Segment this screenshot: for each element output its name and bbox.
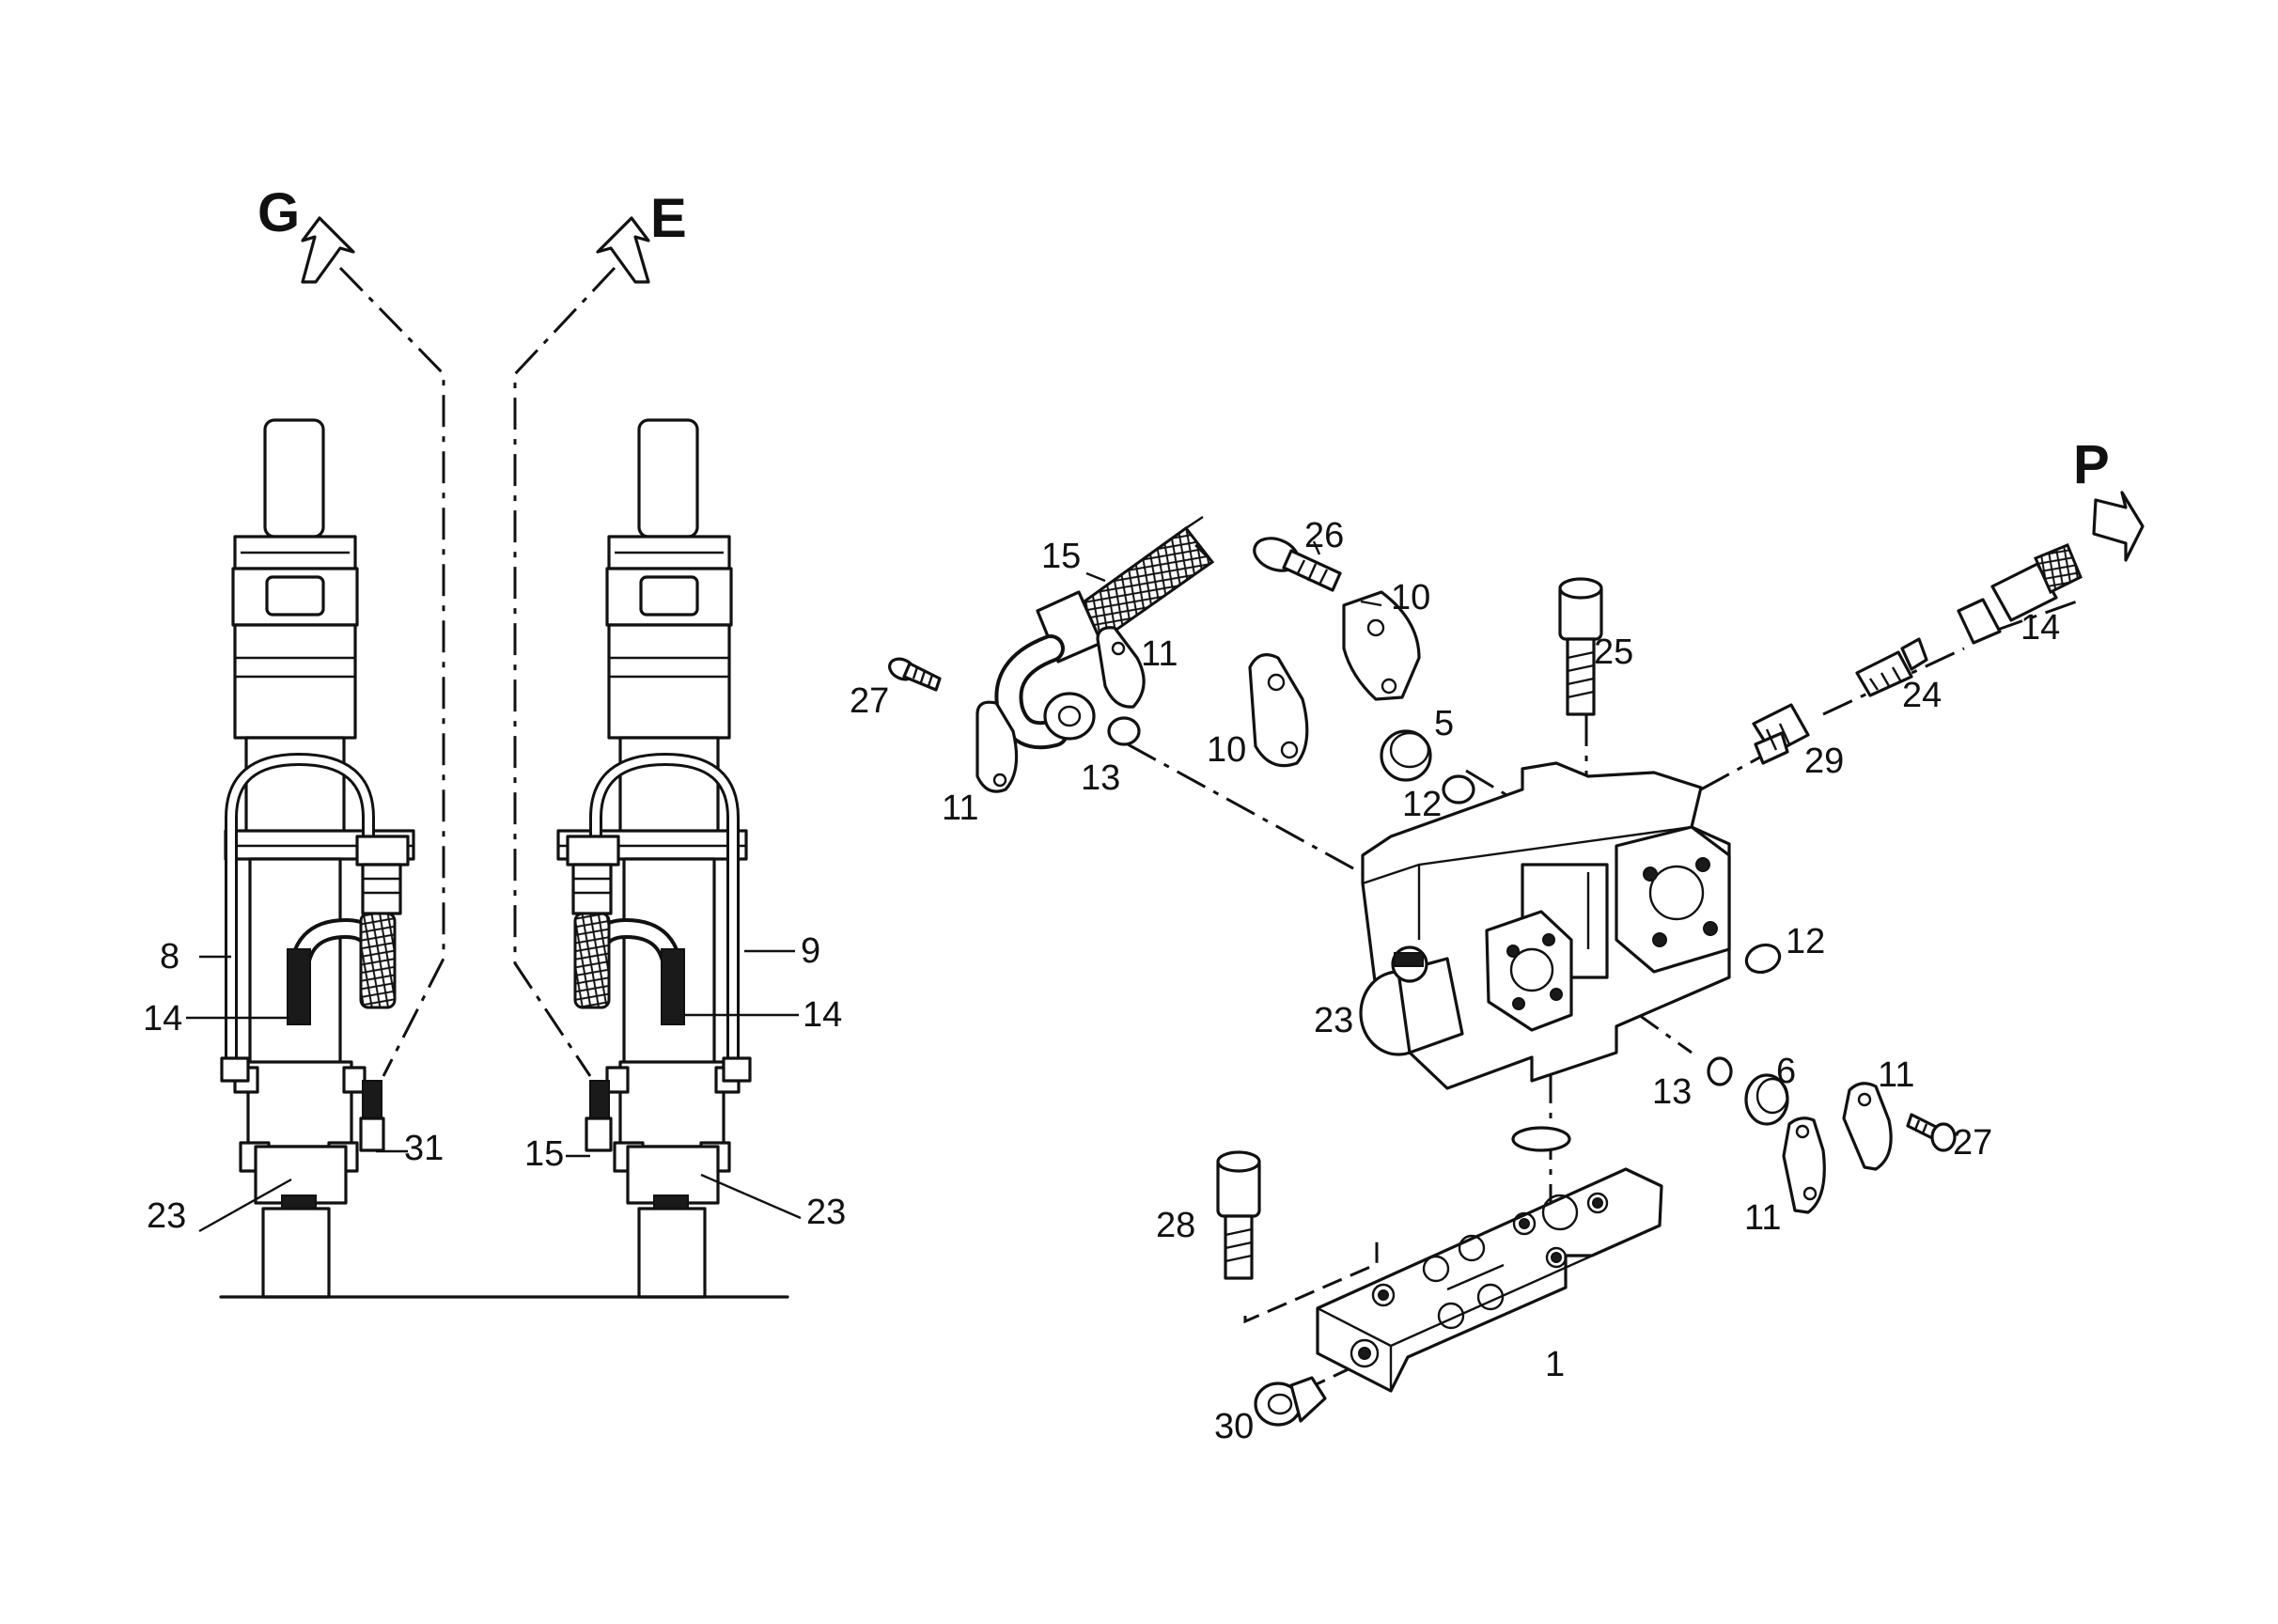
callout-5: 5	[1434, 704, 1454, 743]
callout-1: 1	[1545, 1345, 1565, 1384]
clamp-10-lower	[1248, 653, 1309, 768]
port-label-p: P	[2073, 434, 2110, 495]
bolt-28	[1216, 1150, 1261, 1280]
bolt-27-right	[1906, 1113, 1957, 1152]
clamp-half-11-b	[1096, 626, 1146, 709]
callout-27-right: 27	[1953, 1123, 1992, 1163]
callout-24: 24	[1902, 676, 1942, 715]
callout-30: 30	[1214, 1407, 1254, 1446]
callout-11-lower: 11	[1744, 1198, 1781, 1238]
clamp-half-11-d	[1782, 1116, 1826, 1214]
callout-14-middle: 14	[803, 995, 842, 1035]
oring-13-a	[1107, 716, 1141, 746]
callout-10-lower: 10	[1207, 730, 1246, 770]
oring-12-b	[1744, 943, 1782, 975]
clamp-10-top	[1342, 590, 1421, 701]
bolt-25	[1558, 577, 1603, 716]
bolt-26	[1253, 537, 1342, 592]
port-e-arrow	[596, 216, 650, 284]
callout-23-middle: 23	[806, 1193, 846, 1232]
callout-6: 6	[1776, 1052, 1796, 1091]
left-callouts: 8 14 31 23	[143, 937, 444, 1236]
fitting-29	[1752, 703, 1810, 765]
callout-11-right: 11	[1878, 1055, 1914, 1095]
clamp-half-11-a	[975, 700, 1019, 793]
exploded-leader-lines	[1085, 540, 1382, 607]
callout-26: 26	[1304, 516, 1344, 555]
callout-25: 25	[1594, 632, 1633, 672]
port-p-arrow	[2092, 491, 2145, 562]
leader-e-line	[513, 266, 616, 1077]
callout-8: 8	[160, 937, 179, 976]
callout-23-valve: 23	[1314, 1001, 1353, 1040]
callout-14-left: 14	[143, 999, 182, 1038]
callout-14-right: 14	[2021, 608, 2060, 648]
callout-11-top: 11	[1141, 634, 1178, 674]
middle-actuator-assembly	[556, 418, 752, 1299]
leader-g-line	[338, 266, 445, 1077]
port-labels: G E P	[257, 182, 2110, 495]
callout-13-top: 13	[1081, 758, 1120, 798]
bolt-27-left	[888, 657, 942, 692]
middle-callouts: 9 14 15 23	[524, 931, 846, 1232]
oring-base	[1511, 1126, 1571, 1152]
port-label-g: G	[257, 182, 300, 243]
callout-11-left: 11	[942, 789, 978, 828]
clamp-half-11-c	[1842, 1082, 1893, 1171]
callout-28: 28	[1156, 1206, 1195, 1245]
callout-15-middle: 15	[524, 1134, 564, 1174]
plug-30	[1254, 1376, 1327, 1427]
fitting-24	[1855, 637, 1928, 697]
port-label-e: E	[650, 188, 687, 249]
seal-6	[1744, 1073, 1789, 1126]
callout-10-top: 10	[1391, 578, 1430, 617]
callout-12-right: 12	[1786, 922, 1825, 961]
base-plate-1	[1316, 1167, 1663, 1393]
valve-housing	[1359, 761, 1731, 1090]
fitting-14	[1957, 543, 2083, 645]
seal-5	[1380, 729, 1432, 782]
callout-15: 15	[1041, 537, 1081, 576]
left-leader-lines	[186, 949, 802, 1233]
callout-27-left: 27	[850, 681, 889, 721]
callout-13-lower: 13	[1652, 1072, 1692, 1112]
hose-15	[994, 516, 1215, 750]
exploded-callouts: 15 26 10 11 27 11 13 10 5 12 25 14 24 29…	[850, 516, 2060, 1446]
callout-31: 31	[404, 1129, 444, 1168]
callout-9: 9	[801, 931, 820, 971]
left-actuator-assembly	[220, 418, 415, 1299]
callout-12-top: 12	[1402, 785, 1442, 824]
oring-13-b	[1707, 1056, 1733, 1086]
oring-12-a	[1442, 774, 1475, 804]
callout-29: 29	[1804, 742, 1844, 781]
callout-23-left: 23	[147, 1196, 186, 1236]
port-g-arrow	[301, 216, 355, 284]
